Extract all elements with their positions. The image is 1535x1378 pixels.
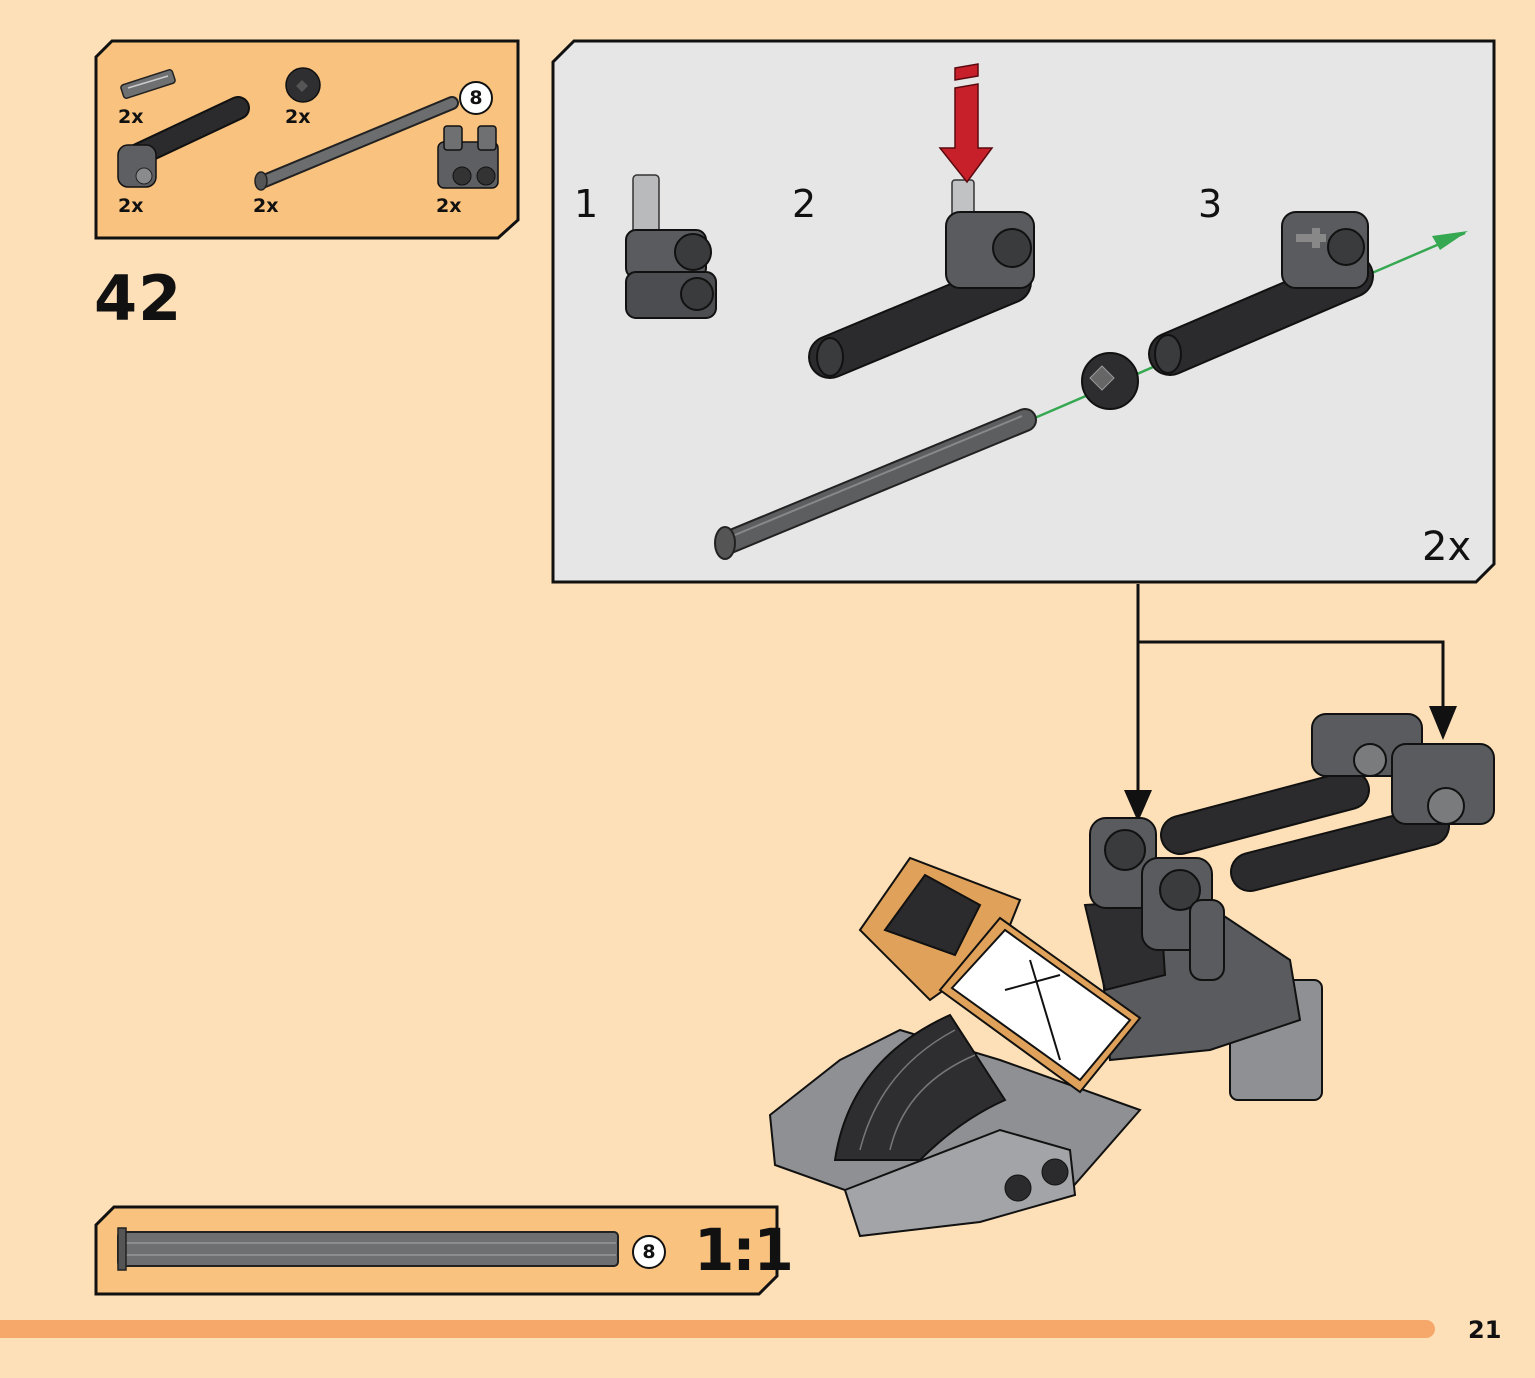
parts-qty-axle-pin: 2x	[118, 106, 144, 128]
parts-qty-axle-8: 2x	[253, 195, 279, 217]
callout-arrows	[1136, 584, 1445, 800]
model-curved-slope	[833, 1013, 1007, 1161]
ball-joint-icon	[285, 67, 321, 103]
scale-length-badge: 8	[632, 1235, 666, 1269]
parts-list-panel: 2x 2x 2x 2x 2x 8	[0, 0, 540, 250]
connector-block-icon	[437, 125, 499, 189]
parts-qty-beam-pipe: 2x	[118, 195, 144, 217]
scale-reference-box: 8	[0, 1200, 800, 1300]
substep-frame	[551, 39, 1496, 584]
axle-pin-icon	[120, 69, 176, 99]
step-number: 42	[94, 262, 183, 335]
model-arm-pipes	[1160, 713, 1495, 892]
pipe-with-connector-icon	[808, 179, 1035, 379]
scale-reference-frame	[94, 1205, 779, 1296]
ball-joint-icon	[1081, 352, 1139, 410]
substep-panel: 1 2 3 2x	[0, 0, 1535, 600]
parts-qty-ball: 2x	[285, 106, 311, 128]
model-front-connectors	[1089, 817, 1225, 981]
parts-qty-connector-block: 2x	[436, 195, 462, 217]
axle-8-icon	[254, 96, 459, 191]
substep-3-label: 3	[1198, 182, 1223, 226]
substep-1-label: 1	[574, 182, 599, 226]
model-cab	[858, 856, 1167, 1094]
connector-with-pin-icon	[625, 174, 717, 319]
axle-1to1-icon	[117, 1227, 619, 1271]
insert-arrow-icon	[938, 63, 994, 184]
callout-arrowhead-right	[1429, 706, 1457, 740]
substep-multiplier: 2x	[1422, 524, 1472, 570]
axle-length-badge: 8	[459, 81, 493, 115]
scale-label: 1:1	[694, 1216, 794, 1284]
callout-arrowhead-left	[1124, 790, 1152, 822]
pipe-connector-icon	[117, 96, 250, 188]
long-axle-icon	[714, 408, 1037, 560]
pipe-connector-icon	[1148, 211, 1374, 376]
substep-2-label: 2	[792, 182, 817, 226]
parts-list-frame	[94, 39, 520, 240]
page-number: 21	[1468, 1316, 1502, 1344]
progress-bar	[0, 1320, 1435, 1338]
